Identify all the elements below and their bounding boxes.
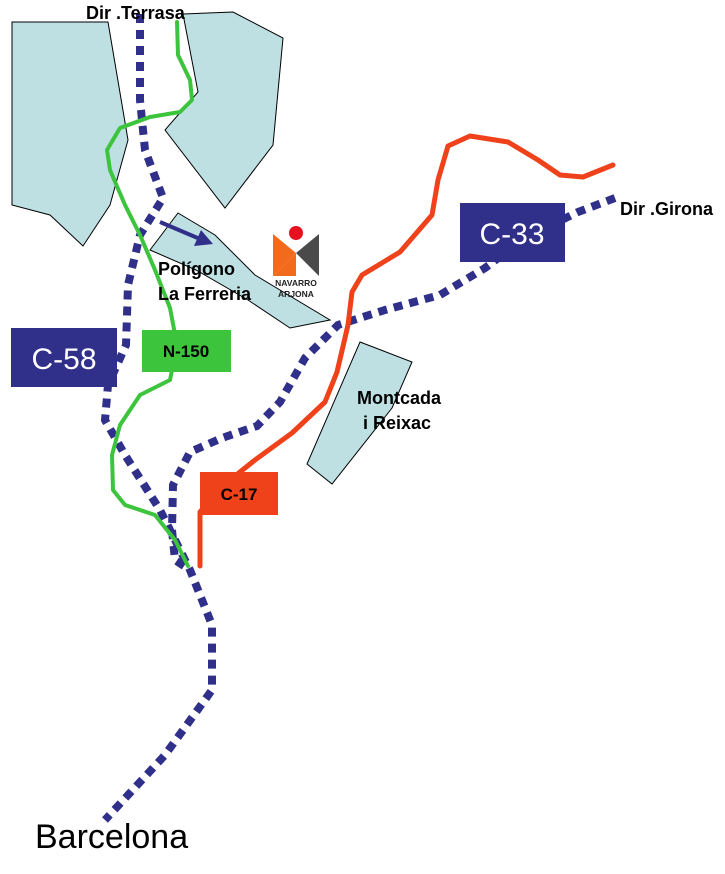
- shield-c17: C-17: [200, 472, 278, 515]
- shield-n150-label: N-150: [163, 342, 209, 361]
- motorway-c58-line: [100, 14, 216, 823]
- navarro-arjona-logo: NAVARRO ARJONA: [273, 226, 319, 299]
- urban-area-northwest: [11, 21, 129, 247]
- shield-c33-label: C-33: [479, 218, 544, 251]
- logo-text-navarro: NAVARRO: [275, 278, 317, 288]
- shield-n150: N-150: [142, 330, 231, 372]
- road-c17-line: [197, 133, 616, 569]
- label-barcelona: Barcelona: [35, 818, 188, 856]
- urban-areas: [11, 11, 413, 485]
- urban-area-montcada: [306, 341, 413, 485]
- label-la-ferreria: La Ferreria: [158, 284, 252, 304]
- shield-c58-label: C-58: [31, 343, 96, 376]
- motorways: [100, 14, 617, 823]
- label-i-reixac: i Reixac: [363, 413, 431, 433]
- shield-c33: C-33: [460, 203, 565, 262]
- urban-area-poligono: [149, 212, 332, 329]
- shield-c58: C-58: [11, 328, 117, 387]
- arrow-icon: [159, 220, 213, 246]
- logo-text-arjona: ARJONA: [278, 289, 314, 299]
- label-montcada: Montcada: [357, 388, 442, 408]
- shield-c17-label: C-17: [221, 485, 258, 504]
- label-poligono: Polígono: [158, 259, 235, 279]
- road-n150-line: [105, 20, 194, 568]
- label-dir-girona: Dir .Girona: [620, 199, 714, 219]
- label-dir-terrasa: Dir .Terrasa: [86, 3, 186, 23]
